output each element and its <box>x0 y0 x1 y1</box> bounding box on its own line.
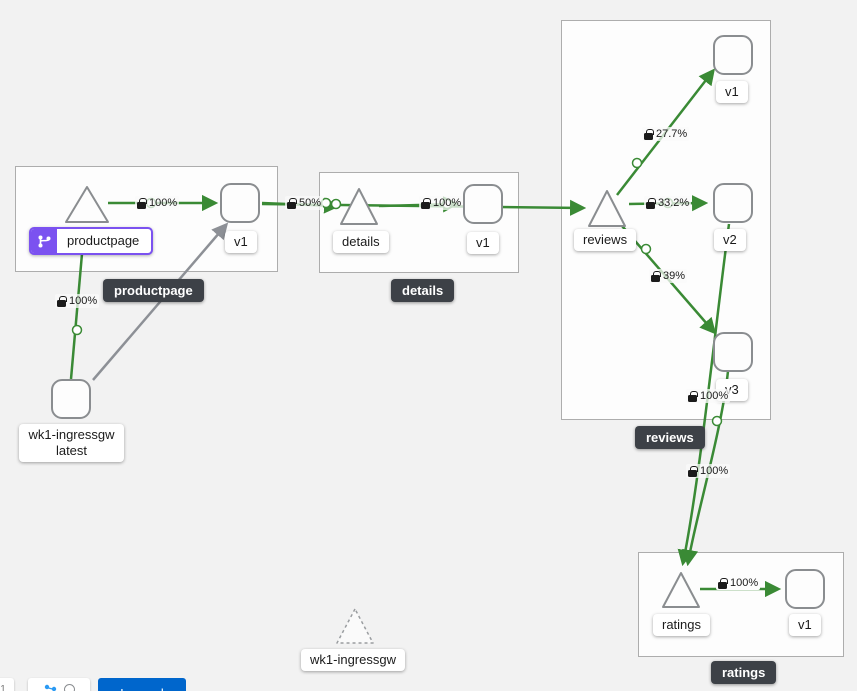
workload-name: wk1-ingressgw <box>28 427 115 442</box>
idle-service-node-ingressgw[interactable] <box>336 608 374 644</box>
edge-label-reviewsv3-ratings: 100% <box>686 389 731 403</box>
edge-label-ratings-v1: 100% <box>716 576 761 590</box>
graph-settings-button[interactable] <box>28 678 90 691</box>
box-label-productpage[interactable]: productpage <box>103 279 204 302</box>
edge-ingress-to-productpage-v1[interactable] <box>92 222 229 381</box>
traffic-marker <box>330 198 342 210</box>
lock-icon <box>688 390 698 402</box>
node-label-productpage-v1[interactable]: v1 <box>225 231 257 253</box>
service-node-ratings[interactable] <box>662 572 700 608</box>
workload-node-reviews-v1[interactable] <box>713 35 753 75</box>
edge-label-details-v1: 100% <box>419 196 464 210</box>
node-label-details[interactable]: details <box>333 231 389 253</box>
node-label-reviews[interactable]: reviews <box>574 229 637 251</box>
traffic-marker <box>640 243 652 255</box>
question-circle-icon <box>63 683 75 691</box>
lock-icon <box>646 197 656 209</box>
lock-icon <box>651 270 661 282</box>
edge-pct: 100% <box>149 197 178 209</box>
workload-node-details-v1[interactable] <box>463 184 503 224</box>
workload-node-reviews-v3[interactable] <box>713 332 753 372</box>
graph-icon <box>44 684 56 691</box>
node-label-idle-ingressgw[interactable]: wk1-ingressgw <box>301 649 405 671</box>
selected-node-label-productpage[interactable]: productpage <box>29 227 154 255</box>
service-node-details[interactable] <box>340 188 378 225</box>
traffic-marker <box>711 415 723 427</box>
edge-label-reviews-v3: 39% <box>649 269 688 283</box>
edge-label-reviewsv2-ratings: 100% <box>686 464 731 478</box>
workload-node-productpage-v1[interactable] <box>220 183 260 223</box>
edge-pct: 100% <box>700 390 729 402</box>
node-label-reviews-v2[interactable]: v2 <box>714 229 746 251</box>
edge-label-reviews-v2: 33.2% <box>644 196 692 210</box>
edge-label-reviews-v1: 27.7% <box>642 127 690 141</box>
traffic-marker <box>71 324 83 336</box>
edge-pct: 33.2% <box>658 197 690 209</box>
service-node-productpage[interactable] <box>65 186 109 223</box>
edge-pct: 39% <box>663 270 686 282</box>
edge-pct: 100% <box>700 465 729 477</box>
node-label-reviews-v1[interactable]: v1 <box>716 81 748 103</box>
edge-pct: 100% <box>730 577 759 589</box>
legend-button[interactable]: Legend <box>98 678 186 691</box>
edge-label-ingress-productpage: 100% <box>55 294 100 308</box>
edge-pct: 100% <box>69 295 98 307</box>
lock-icon <box>421 197 431 209</box>
node-label-ratings[interactable]: ratings <box>653 614 711 636</box>
node-label-ingressgw[interactable]: wk1-ingressgw latest <box>19 424 124 462</box>
edge-label-productpage-v1: 100% <box>135 196 180 210</box>
box-label-details[interactable]: details <box>391 279 455 302</box>
workload-node-reviews-v2[interactable] <box>713 183 753 223</box>
workload-node-ratings-v1[interactable] <box>785 569 825 609</box>
workload-version: latest <box>55 443 88 458</box>
lock-icon <box>287 197 297 209</box>
service-node-reviews[interactable] <box>588 190 626 227</box>
code-branch-icon <box>31 229 57 253</box>
edge-pct: 100% <box>433 197 462 209</box>
edge-pct: 27.7% <box>656 128 688 140</box>
traffic-marker <box>631 157 643 169</box>
lock-icon <box>57 295 67 307</box>
lock-icon <box>137 197 147 209</box>
lock-icon <box>688 465 698 477</box>
box-label-reviews[interactable]: reviews <box>635 426 705 449</box>
edge-pct: 50% <box>299 197 322 209</box>
lock-icon <box>644 128 654 140</box>
lock-icon <box>718 577 728 589</box>
edge-label-productpagev1-details: 50% <box>285 196 324 210</box>
box-label-ratings[interactable]: ratings <box>711 661 777 684</box>
node-label: productpage <box>67 233 140 248</box>
node-label-ratings-v1[interactable]: v1 <box>789 614 821 636</box>
zoom-indicator[interactable]: 1 <box>0 678 14 691</box>
workload-node-ingressgw[interactable] <box>51 379 91 419</box>
node-label-details-v1[interactable]: v1 <box>467 232 499 254</box>
